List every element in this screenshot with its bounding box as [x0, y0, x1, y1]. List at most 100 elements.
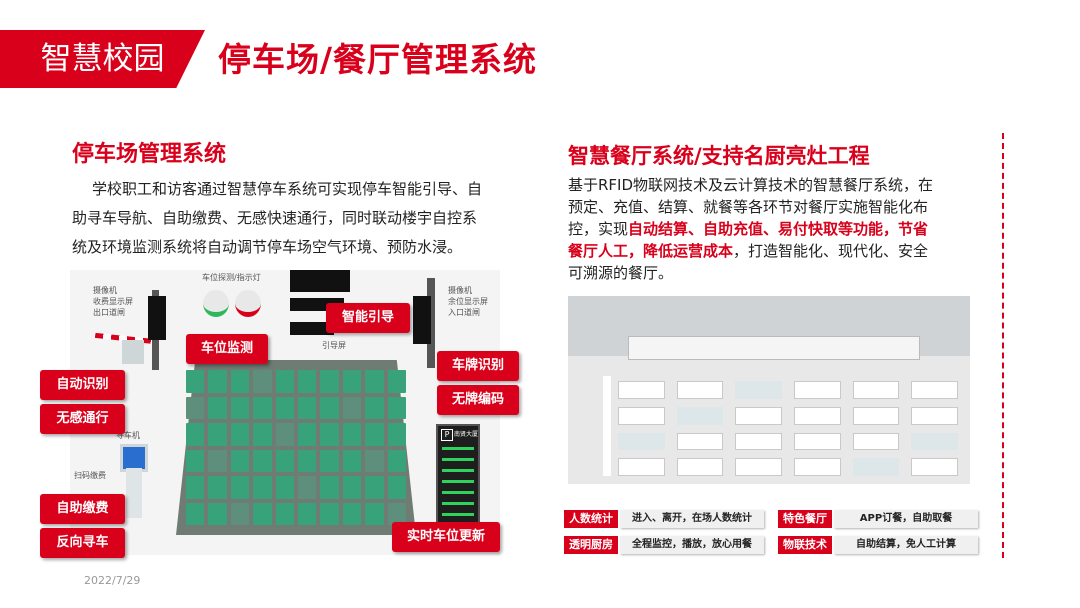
parking-slot	[387, 502, 406, 525]
restaurant-highlight: 自动结算、自助充值、易付快取等功能，节省	[628, 220, 929, 238]
restaurant-legend	[568, 484, 970, 496]
parking-line: 助寻车导航、自助缴费、无感快速通行，同时联动楼宇自控系	[72, 209, 478, 227]
dining-table	[676, 381, 724, 399]
parking-slot	[208, 370, 227, 393]
tag-self-payment: 自助缴费	[40, 494, 125, 524]
column-divider	[1002, 133, 1004, 558]
parking-slot	[275, 423, 294, 446]
restaurant-description: 基于RFID物联网技术及云计算技术的智慧餐厅系统，在 预定、充值、结算、就餐等各…	[568, 174, 988, 284]
dining-table	[735, 406, 782, 425]
restaurant-line: 基于RFID物联网技术及云计算技术的智慧餐厅系统，在	[568, 176, 934, 194]
parking-slot	[387, 449, 406, 472]
dining-table	[794, 458, 841, 476]
parking-slot	[297, 396, 317, 419]
parking-slot	[186, 476, 205, 499]
parking-slot	[208, 502, 227, 525]
detector-light-green	[203, 290, 229, 317]
diagram-label: 收费显示屏	[93, 297, 133, 306]
dining-table	[676, 406, 724, 425]
dining-table	[852, 406, 900, 425]
parking-slot	[253, 476, 272, 499]
parking-slot	[365, 423, 384, 446]
restaurant-line: 控，实现自动结算、自助充值、易付快取等功能，节省	[568, 218, 988, 240]
parking-slot	[320, 476, 339, 499]
parking-slot	[253, 370, 272, 393]
tag-reverse-car-finding: 反向寻车	[40, 528, 125, 558]
dining-table	[911, 406, 958, 425]
restaurant-line: 餐厅人工，降低运营成本，打造智能化、现代化、安全	[568, 240, 988, 262]
parking-slot	[275, 476, 294, 499]
parking-slot	[320, 502, 339, 525]
parking-slot	[365, 370, 384, 393]
feature-label-special-restaurant: 特色餐厅	[778, 510, 832, 528]
dining-table	[911, 432, 958, 451]
tag-realtime-slot-update: 实时车位更新	[392, 522, 500, 552]
kiosk-pay-label: 扫码缴费	[74, 471, 106, 480]
dining-table	[676, 432, 724, 451]
parking-slot	[387, 396, 406, 419]
kiosk-find-label: 寻车机	[116, 431, 140, 440]
detector-light-red	[235, 290, 261, 317]
dining-table	[735, 458, 782, 476]
dining-table	[618, 406, 665, 425]
parking-slot	[297, 423, 317, 446]
parking-slot	[230, 370, 250, 393]
tag-auto-recognition: 自动识别	[40, 370, 125, 400]
parking-slot	[365, 502, 384, 525]
parking-slot	[387, 370, 406, 393]
parking-sign: P 南贤大厦	[436, 424, 480, 538]
parking-slots	[186, 370, 406, 525]
dining-table	[676, 458, 724, 476]
restaurant-aisle	[603, 376, 611, 476]
parking-slot	[208, 449, 227, 472]
section-badge: 智慧校园	[0, 30, 205, 88]
parking-slot	[208, 396, 227, 419]
parking-description: 学校职工和访客通过智慧停车系统可实现停车智能引导、自 助寻车导航、自助缴费、无感…	[72, 175, 512, 262]
dining-table	[794, 381, 841, 399]
parking-slot	[230, 476, 250, 499]
restaurant-highlight: 餐厅人工，降低运营成本	[568, 242, 734, 260]
parking-slot	[208, 476, 227, 499]
footer-date: 2022/7/29	[84, 574, 141, 587]
parking-slot	[365, 449, 384, 472]
dining-table	[618, 432, 665, 451]
parking-slot	[342, 370, 362, 393]
dining-table	[618, 381, 665, 399]
diagram-label: 摄像机	[448, 286, 472, 295]
parking-p-icon: P	[441, 429, 453, 441]
tag-slot-monitoring: 车位监测	[186, 334, 268, 364]
parking-slot	[275, 370, 294, 393]
parking-title: 停车场管理系统	[72, 142, 227, 167]
tag-smart-guidance: 智能引导	[326, 303, 410, 333]
parking-slot	[186, 423, 205, 446]
parking-slot	[230, 396, 250, 419]
parking-slot	[342, 476, 362, 499]
parking-slot	[208, 423, 227, 446]
sign-numbers	[442, 447, 474, 517]
guide-screen-low	[290, 322, 334, 335]
feature-label-iot-tech: 物联技术	[778, 536, 832, 554]
detector-label: 车位探测/指示灯	[202, 273, 261, 282]
exit-barrier-box	[122, 340, 144, 364]
parking-slot	[365, 476, 384, 499]
exit-display	[148, 296, 166, 340]
entry-camera-labels: 摄像机 余位显示屏 入口道闸	[448, 285, 488, 318]
parking-slot	[186, 396, 205, 419]
parking-line: 统及环境监测系统将自动调节停车场空气环境、预防水浸。	[72, 238, 463, 256]
parking-line: 学校职工和访客通过智慧停车系统可实现停车智能引导、自	[92, 180, 483, 198]
restaurant-text: ，打造智能化、现代化、安全	[733, 242, 929, 260]
parking-slot	[320, 396, 339, 419]
guide-screen-label: 引导屏	[322, 341, 346, 350]
parking-slot	[387, 476, 406, 499]
sign-name: 南贤大厦	[454, 431, 479, 438]
dining-table	[735, 432, 782, 451]
parking-slot	[320, 370, 339, 393]
feature-desc-iot-tech: 自助结算，免人工计算	[834, 536, 978, 554]
restaurant-line: 预定、充值、结算、就餐等各环节对餐厅实施智能化布	[568, 198, 929, 216]
restaurant-text: 控，实现	[568, 220, 629, 238]
dining-table	[794, 432, 841, 451]
parking-slot	[253, 423, 272, 446]
dining-table	[911, 458, 958, 476]
diagram-label: 出口道闸	[93, 308, 125, 317]
diagram-label: 入口道闸	[448, 308, 480, 317]
